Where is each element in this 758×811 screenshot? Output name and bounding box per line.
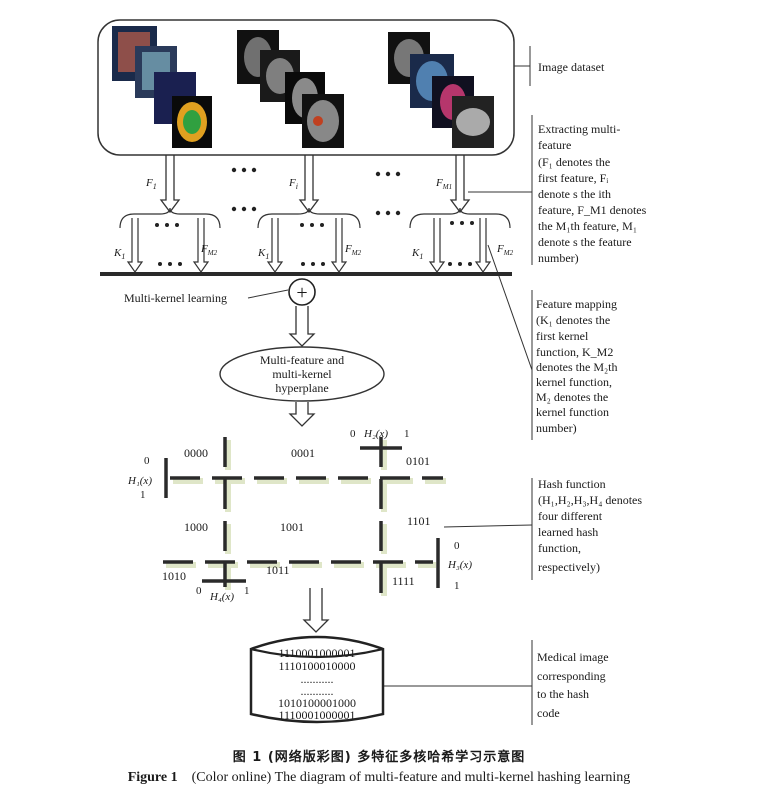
hyperplane-line-2: multi-kernel bbox=[272, 367, 332, 381]
hash-function-labels: 0 H₁(x) 1 0 H₂(x) 1 0 H₃(x) 1 0 H₄(x) 1 bbox=[127, 428, 472, 603]
diagram: F1 Fi FM1 K1 FM2 K1 FM2 K1 FM2 bbox=[97, 19, 647, 725]
code-line-5: 1010100001000 bbox=[278, 696, 356, 710]
svg-text:denotes the M₂th: denotes the M₂th bbox=[536, 360, 618, 374]
svg-text:feature: feature bbox=[538, 138, 571, 152]
svg-text:(F₁ denotes the: (F₁ denotes the bbox=[538, 155, 610, 169]
hash-region-0000: 0000 bbox=[184, 446, 208, 460]
h3-label: H₃(x) bbox=[447, 559, 472, 571]
ellipsis-dots bbox=[155, 167, 474, 266]
svg-text:function,: function, bbox=[538, 541, 581, 555]
hyperplane-line-3: hyperplane bbox=[275, 381, 328, 395]
arrow-to-hash bbox=[288, 402, 316, 427]
plus-symbol: + bbox=[296, 282, 307, 304]
svg-text:K1: K1 bbox=[411, 247, 423, 261]
h1-label: H₁(x) bbox=[127, 475, 152, 487]
svg-text:number): number) bbox=[538, 251, 579, 265]
svg-text:to the hash: to the hash bbox=[537, 687, 589, 701]
hash-region-0001: 0001 bbox=[291, 446, 315, 460]
svg-text:FM2: FM2 bbox=[200, 243, 218, 257]
code-line-3: ........... bbox=[301, 672, 334, 686]
svg-text:kernel function,: kernel function, bbox=[536, 375, 612, 389]
f1-label: F1 bbox=[145, 177, 157, 191]
code-line-6: 1110001000001 bbox=[278, 708, 355, 722]
h1-one: 1 bbox=[140, 489, 146, 501]
hash-function-ticks bbox=[164, 446, 440, 588]
h4-label: H₄(x) bbox=[209, 591, 234, 603]
hash-region-0101: 0101 bbox=[406, 454, 430, 468]
multi-kernel-learning-label: Multi-kernel learning bbox=[124, 291, 227, 305]
kernel-braces bbox=[119, 207, 511, 229]
hash-region-1011: 1011 bbox=[266, 563, 290, 577]
caption-english: Figure 1 (Color online) The diagram of mu… bbox=[0, 770, 758, 786]
arrow-to-database bbox=[302, 588, 330, 633]
svg-text:(H₁,H₂,H₃,H₄ denotes: (H₁,H₂,H₃,H₄ denotes bbox=[538, 493, 642, 507]
svg-text:(K₁ denotes the: (K₁ denotes the bbox=[536, 313, 610, 327]
sum-circle bbox=[288, 278, 316, 306]
svg-text:Extracting multi-: Extracting multi- bbox=[538, 122, 620, 136]
caption-text: (Color online) The diagram of multi-feat… bbox=[191, 770, 631, 785]
svg-text:denote s the feature: denote s the feature bbox=[538, 235, 632, 249]
svg-text:first feature, Fᵢ: first feature, Fᵢ bbox=[538, 171, 608, 185]
hash-region-1111: 1111 bbox=[392, 574, 415, 588]
code-line-1: 1110001000001 bbox=[278, 646, 355, 660]
h1-zero: 0 bbox=[144, 455, 150, 467]
svg-text:learned hash: learned hash bbox=[538, 525, 598, 539]
kernel-labels: K1 FM2 K1 FM2 K1 FM2 bbox=[113, 243, 514, 261]
side-label-texts: Image dataset Extracting multi- feature … bbox=[536, 60, 647, 720]
code-line-4: ........... bbox=[301, 684, 334, 698]
svg-text:the M₁th feature, M₁: the M₁th feature, M₁ bbox=[538, 219, 637, 233]
code-line-2: 1110100010000 bbox=[278, 659, 355, 673]
h3-one: 1 bbox=[454, 580, 460, 592]
kernel-bar bbox=[100, 272, 512, 276]
svg-text:function, K_M2: function, K_M2 bbox=[536, 345, 613, 359]
image-thumbnails bbox=[112, 26, 494, 148]
svg-text:number): number) bbox=[536, 421, 577, 435]
svg-text:four different: four different bbox=[538, 509, 603, 523]
image-dataset-label: Image dataset bbox=[538, 60, 605, 74]
h2-zero: 0 bbox=[350, 428, 356, 440]
svg-text:K1: K1 bbox=[257, 247, 269, 261]
h2-label: H₂(x) bbox=[363, 428, 388, 440]
svg-text:K1: K1 bbox=[113, 247, 125, 261]
feature-arrows bbox=[159, 155, 471, 214]
svg-text:first kernel: first kernel bbox=[536, 329, 589, 343]
arrow-to-hyperplane bbox=[288, 306, 316, 347]
svg-text:feature, F_M1 denotes: feature, F_M1 denotes bbox=[538, 203, 647, 217]
h2-one: 1 bbox=[404, 428, 410, 440]
caption-chinese: 图 1 (网络版彩图) 多特征多核哈希学习示意图 bbox=[232, 750, 526, 765]
svg-text:FM2: FM2 bbox=[344, 243, 362, 257]
svg-text:FM2: FM2 bbox=[496, 243, 514, 257]
hash-region-1000: 1000 bbox=[184, 520, 208, 534]
hash-lines bbox=[163, 437, 443, 597]
fm1-label: FM1 bbox=[435, 177, 452, 191]
figure-label: Figure 1 bbox=[127, 770, 178, 785]
side-brackets bbox=[247, 46, 533, 725]
svg-text:kernel function: kernel function bbox=[536, 405, 609, 419]
h4-zero: 0 bbox=[196, 585, 202, 597]
hash-region-1101: 1101 bbox=[407, 514, 431, 528]
fi-label: Fi bbox=[288, 177, 298, 191]
h3-zero: 0 bbox=[454, 540, 460, 552]
svg-text:Feature mapping: Feature mapping bbox=[536, 297, 617, 311]
hash-region-1001: 1001 bbox=[280, 520, 304, 534]
svg-text:Medical image: Medical image bbox=[537, 650, 609, 664]
svg-text:Hash function: Hash function bbox=[538, 477, 606, 491]
hyperplane-ellipse bbox=[219, 346, 385, 402]
svg-text:M₂ denotes the: M₂ denotes the bbox=[536, 390, 608, 404]
hash-code-database bbox=[249, 635, 385, 724]
h4-one: 1 bbox=[244, 585, 250, 597]
svg-text:respectively): respectively) bbox=[538, 560, 600, 574]
svg-text:code: code bbox=[537, 706, 560, 720]
hash-region-codes: 0000 0001 0101 1000 1001 1101 1010 1011 … bbox=[162, 446, 431, 588]
hash-lines-shadow bbox=[166, 440, 446, 600]
kernel-arrows bbox=[126, 218, 492, 274]
svg-text:corresponding: corresponding bbox=[537, 669, 606, 683]
hash-region-1010: 1010 bbox=[162, 569, 186, 583]
svg-text:denote s the ith: denote s the ith bbox=[538, 187, 611, 201]
hash-codes: 1110001000001 1110100010000 ........... … bbox=[278, 646, 356, 722]
hyperplane-line-1: Multi-feature and bbox=[260, 353, 344, 367]
